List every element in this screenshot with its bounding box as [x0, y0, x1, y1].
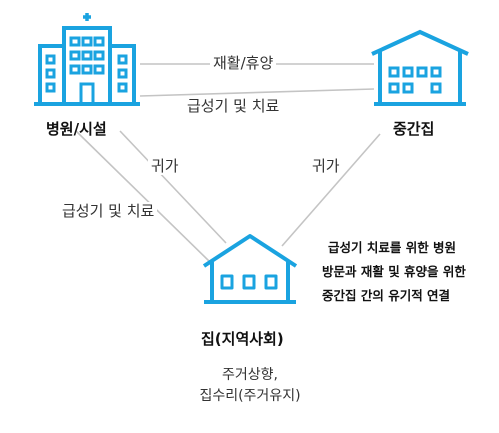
node-label-hospital: 병원/시설 — [46, 120, 107, 138]
house-icon — [202, 234, 298, 304]
edge-label-return-left: 귀가 — [148, 157, 182, 175]
node-label-intermediate: 중간집 — [393, 120, 435, 138]
note-line2: 방문과 재활 및 휴양을 위한 — [322, 264, 466, 279]
note-line1: 급성기 치료를 위한 병원 — [328, 240, 457, 255]
home-description-line1: 주거상향, — [222, 367, 278, 383]
house-icon — [371, 29, 469, 106]
edge-label-acute-care-left: 급성기 및 치료 — [59, 202, 158, 220]
connectors — [75, 63, 381, 263]
connector-intermediate-home-return — [281, 133, 381, 247]
home-description-line2: 집수리(주거유지) — [199, 388, 301, 404]
node-label-home: 집(지역사회) — [201, 330, 284, 348]
note-line3: 중간집 간의 유기적 연결 — [322, 288, 451, 303]
edge-label-rehab: 재활/휴양 — [210, 54, 277, 72]
edge-label-return-right: 귀가 — [309, 157, 343, 175]
connector-hospital-home-care — [75, 130, 211, 263]
connector-hospital-home-return — [119, 130, 227, 244]
hospital-building-icon — [34, 13, 140, 106]
connector-hospital-intermediate-bottom — [139, 88, 375, 97]
edge-label-acute-care-top: 급성기 및 치료 — [184, 97, 283, 115]
